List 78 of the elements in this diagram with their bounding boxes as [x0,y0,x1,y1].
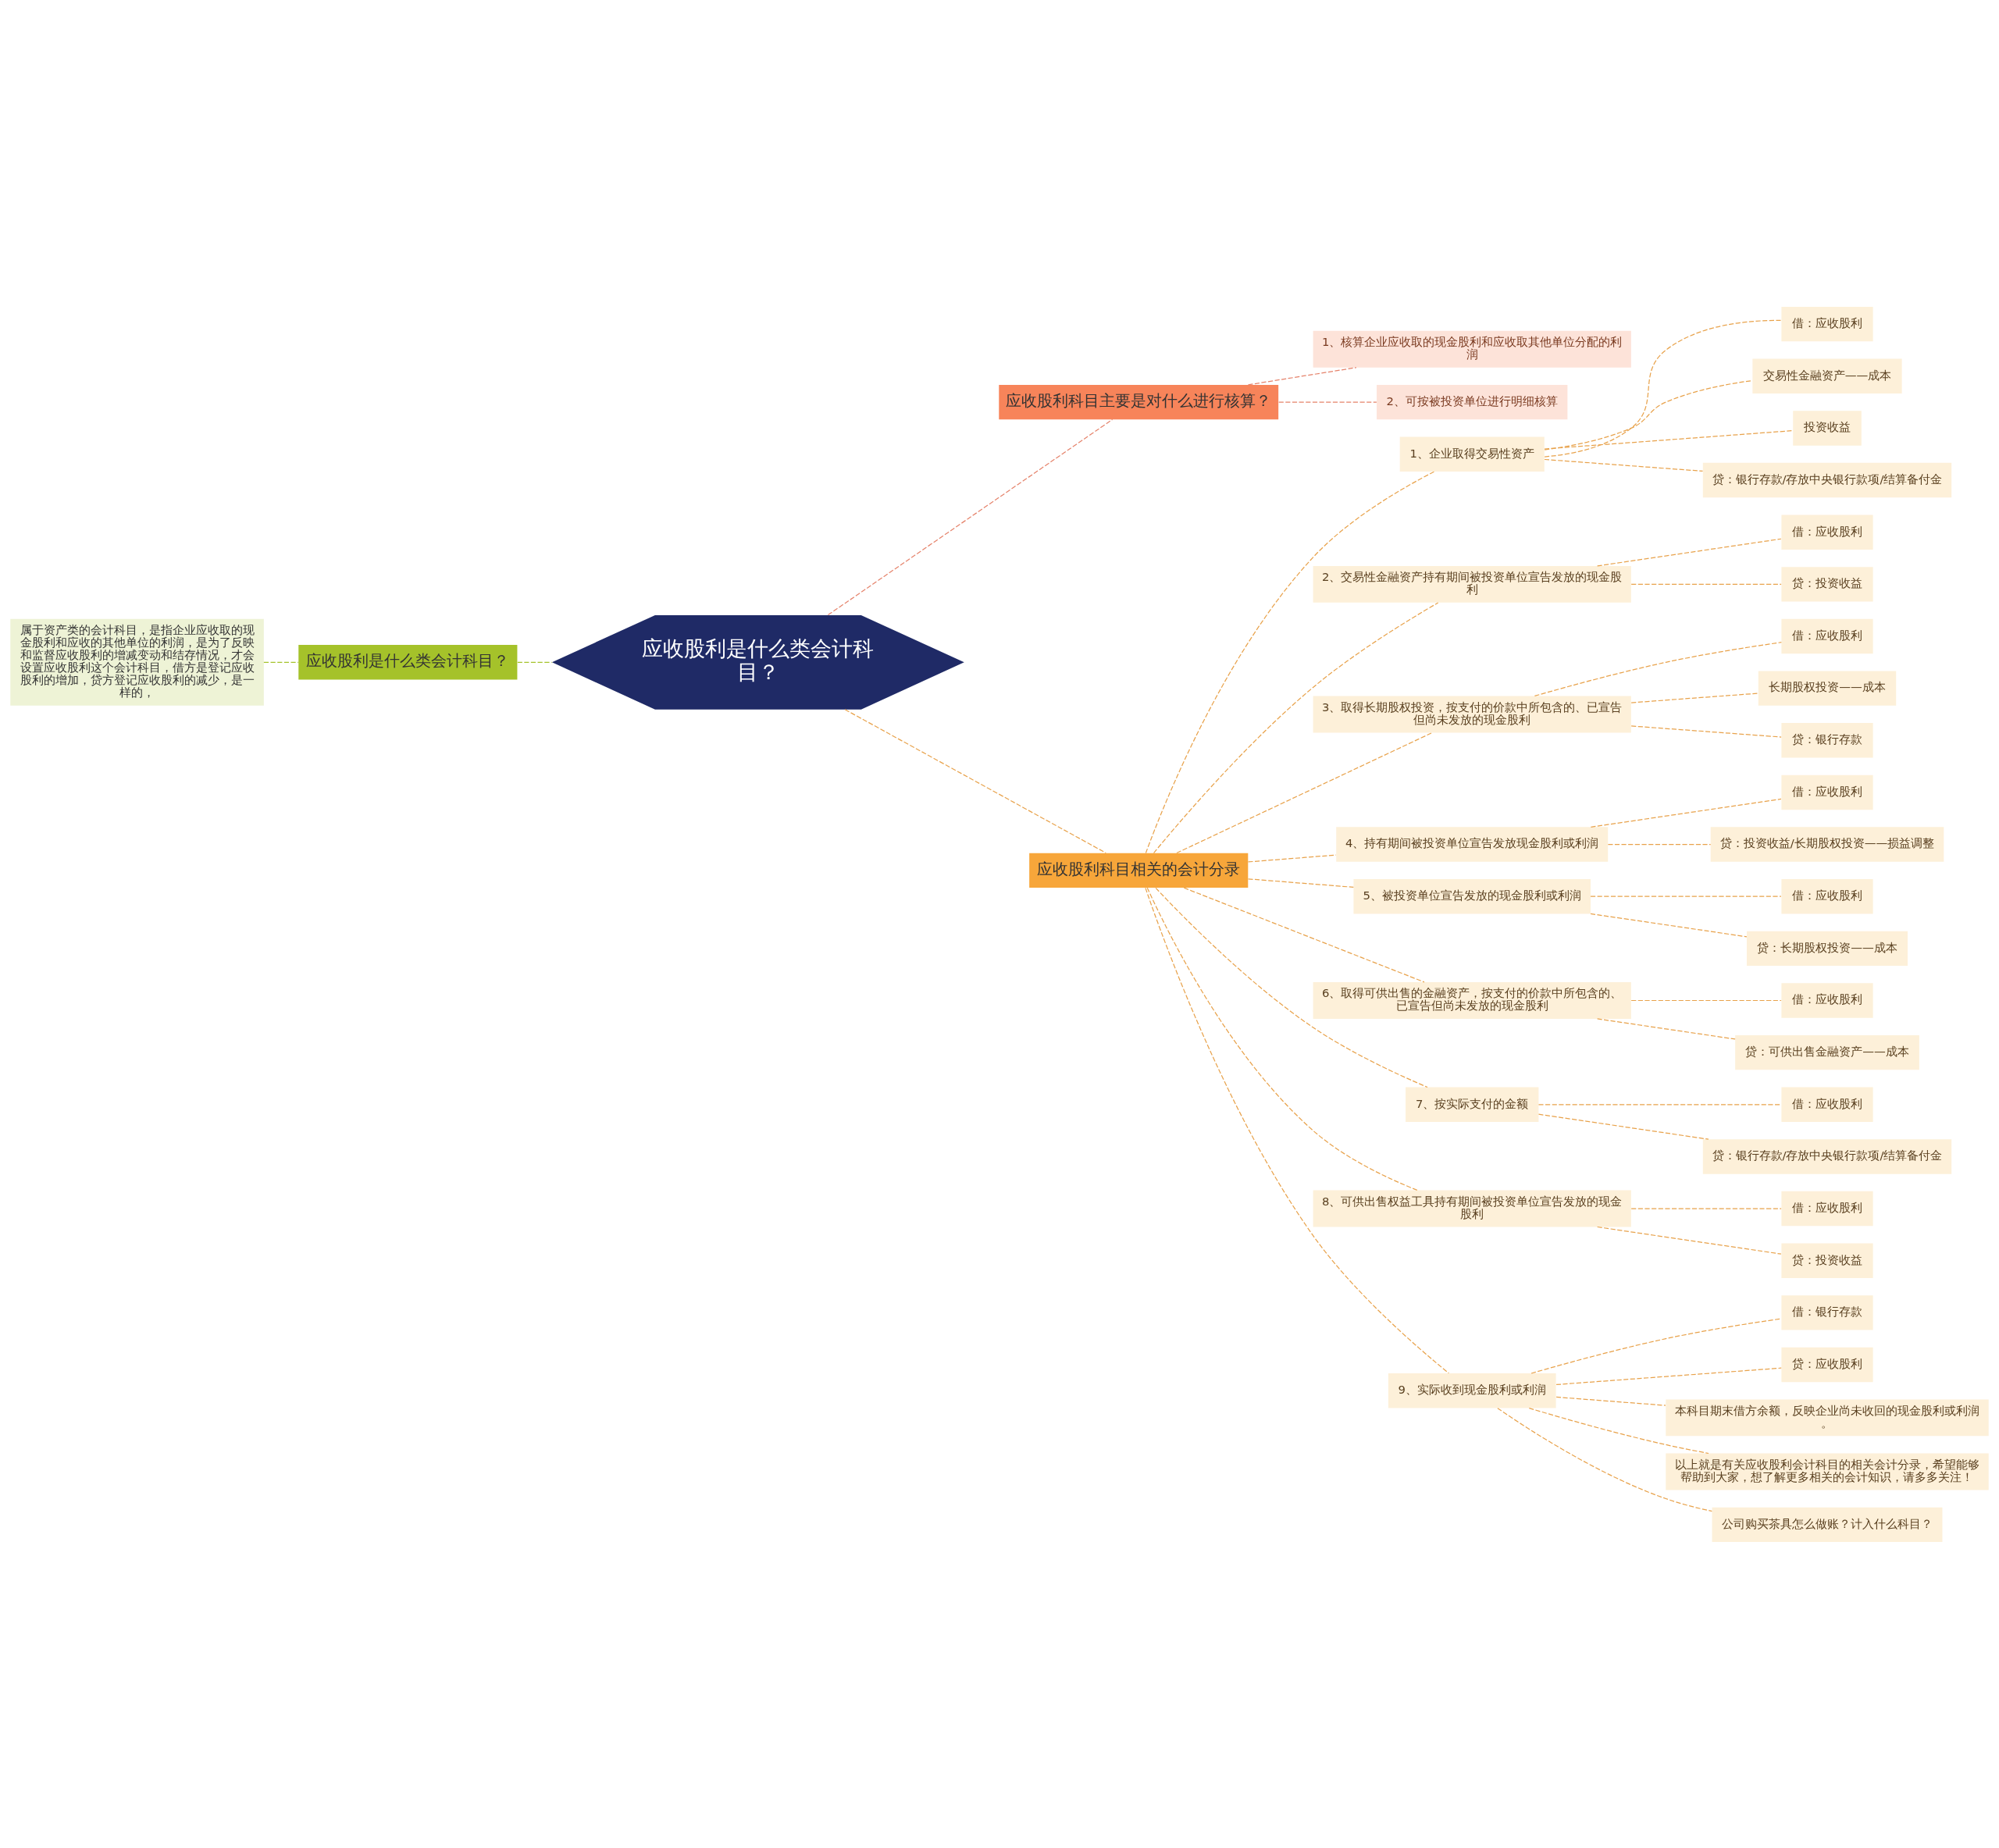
node-box: 贷：投资收益 [1781,1243,1873,1278]
connector [1630,999,1782,1001]
node-box: 长期股权投资——成本 [1758,670,1897,706]
node-box: 贷：应收股利 [1781,1347,1873,1382]
connector [1544,429,1794,450]
connector [1607,843,1712,845]
connector [1597,1226,1782,1255]
node-box: 2、可按被投资单位进行明细核算 [1377,384,1568,419]
node-box: 应收股利科目主要是对什么进行核算？ [999,384,1279,419]
node-box: 贷：投资收益 [1781,566,1873,602]
connector [1538,1103,1782,1105]
node-box: 8、可供出售权益工具持有期间被投资单位宣告发放的现金股利 [1313,1190,1631,1227]
connector [1183,887,1425,983]
connector [1630,583,1782,585]
connector [263,661,299,663]
connector [1247,366,1357,385]
connector [1630,692,1759,703]
node-box: 1、核算企业应收取的现金股利和应收取其他单位分配的利润 [1313,330,1631,368]
node-box: 借：应收股利 [1781,878,1873,913]
node-box: 借：银行存款 [1781,1294,1873,1330]
node-box: 4、持有期间被投资单位宣告发放现金股利或利润 [1336,826,1609,862]
node-box: 应收股利是什么类会计科目？ [298,644,518,680]
node-box: 6、取得可供出售的金融资产，按支付的价款中所包含的、已宣告但尚未发放的现金股利 [1313,981,1631,1019]
node-box: 公司购买茶具怎么做账？计入什么科目？ [1712,1507,1943,1542]
node-box: 2、交易性金融资产持有期间被投资单位宣告发放的现金股利 [1313,565,1631,603]
connector [1497,1407,1712,1512]
connector [1528,1407,1709,1454]
node-box: 借：应收股利 [1781,306,1873,341]
connector [1590,798,1782,828]
connector [1247,854,1337,863]
node-box: 属于资产类的会计科目，是指企业应收取的现金股利和应收的其他单位的利润，是为了反映和监督应收股利的增减变动和结存情况，才会设置应收股利这个会计科目，借方是登记应收股利的增加，贷方登记应收股利的减少，是一样的， [10,618,264,706]
connector [1555,1367,1782,1385]
node-box: 借：应收股利 [1781,982,1873,1018]
connector [1597,1017,1736,1040]
connector [1247,878,1354,888]
node-box: 3、取得长期股权投资，按支付的价款中所包含的、已宣告但尚未发放的现金股利 [1313,696,1631,732]
connector [1538,1113,1709,1140]
node-box: 本科目期末借方余额，反映企业尚未收回的现金股利或利润。 [1666,1398,1989,1436]
node-box: 贷：银行存款 [1781,722,1873,757]
node-box: 借：应收股利 [1781,515,1873,550]
node-box: 借：应收股利 [1781,1087,1873,1122]
connector [1590,913,1748,937]
node-box: 应收股利科目相关的会计分录 [1029,853,1249,888]
connector [1145,470,1435,853]
connector [517,661,553,663]
node-box: 5、被投资单位宣告发放的现金股利或利润 [1353,878,1591,913]
connector [1534,641,1782,696]
connector [1590,896,1782,897]
node-box: 以上就是有关应收股利会计科目的相关会计分录，希望能够帮助到大家，想了解更多相关的会计知识，请多多关注！ [1666,1453,1989,1490]
node-box: 借：应收股利 [1781,1191,1873,1226]
node-box: 贷：银行存款/存放中央银行款项/结算备付金 [1702,462,1952,497]
node-box: 投资收益 [1793,410,1862,446]
connector [1544,319,1782,458]
connector [1630,725,1782,738]
node-box: 借：应收股利 [1781,774,1873,810]
node-box: 贷：投资收益/长期股权投资——损益调整 [1710,826,1944,862]
connector [1597,538,1782,567]
node-box: 贷：长期股权投资——成本 [1746,931,1908,966]
connector [1145,887,1449,1373]
connector [1153,601,1439,853]
connector [1176,732,1433,853]
node-box: 借：应收股利 [1781,618,1873,653]
node-box: 7、按实际支付的金额 [1406,1087,1539,1122]
node-box: 交易性金融资产——成本 [1752,358,1902,393]
node-box: 贷：银行存款/存放中央银行款项/结算备付金 [1702,1138,1952,1174]
connector [1278,401,1377,403]
node-box: 1、企业取得交易性资产 [1399,436,1545,472]
node-box: 贷：可供出售金融资产——成本 [1735,1034,1919,1070]
connector [1544,379,1753,450]
connector [1630,1207,1782,1209]
connector [844,708,1106,853]
connector [1555,1396,1666,1406]
connector [827,418,1114,615]
node-box: 9、实际收到现金股利或利润 [1388,1373,1556,1408]
connector [1146,887,1418,1191]
connector [1155,887,1428,1088]
connector [1544,458,1704,472]
connector [1530,1317,1782,1374]
